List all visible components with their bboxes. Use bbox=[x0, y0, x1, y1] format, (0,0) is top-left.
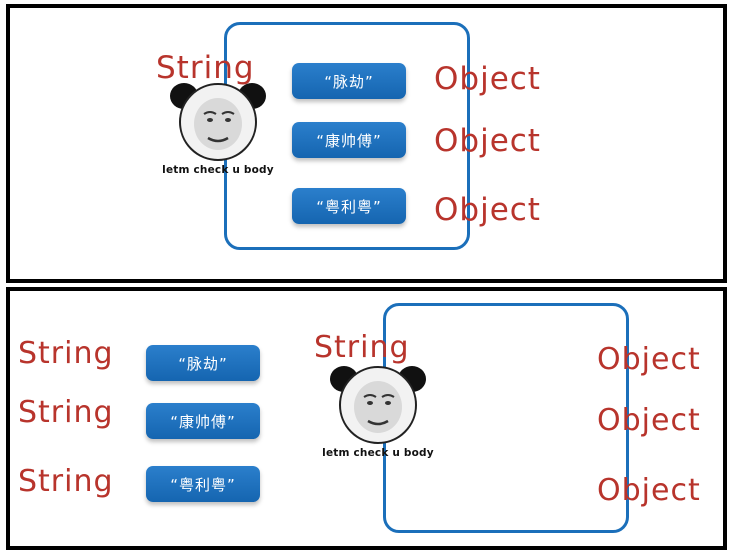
panda-meme-face-icon bbox=[170, 83, 266, 161]
meme-caption: letm check u body bbox=[162, 164, 274, 176]
item-pill: “脉劫” bbox=[292, 63, 406, 99]
meme-image: letm check u body bbox=[162, 78, 274, 176]
object-label: Object bbox=[434, 61, 541, 97]
string-label: String bbox=[18, 464, 114, 499]
object-label: Object bbox=[597, 473, 701, 508]
meme-caption: letm check u body bbox=[322, 447, 434, 459]
item-pill: “粤利粤” bbox=[146, 466, 260, 502]
string-label: String bbox=[314, 330, 410, 365]
item-pill: “康帅傅” bbox=[146, 403, 260, 439]
panda-meme-face-icon bbox=[330, 366, 426, 444]
object-label: Object bbox=[597, 342, 701, 377]
item-pill: “粤利粤” bbox=[292, 188, 406, 224]
item-pill: “脉劫” bbox=[146, 345, 260, 381]
item-pill: “康帅傅” bbox=[292, 122, 406, 158]
object-label: Object bbox=[434, 123, 541, 159]
string-label: String bbox=[18, 336, 114, 371]
string-label: String bbox=[18, 395, 114, 430]
top-panel: String letm check u body “脉劫” “康帅傅” “粤利粤… bbox=[6, 4, 727, 283]
object-label: Object bbox=[597, 403, 701, 438]
meme-image: letm check u body bbox=[322, 361, 434, 459]
string-label: String bbox=[156, 50, 255, 86]
bottom-panel: String String String “脉劫” “康帅傅” “粤利粤” St… bbox=[6, 287, 727, 550]
object-label: Object bbox=[434, 192, 541, 228]
